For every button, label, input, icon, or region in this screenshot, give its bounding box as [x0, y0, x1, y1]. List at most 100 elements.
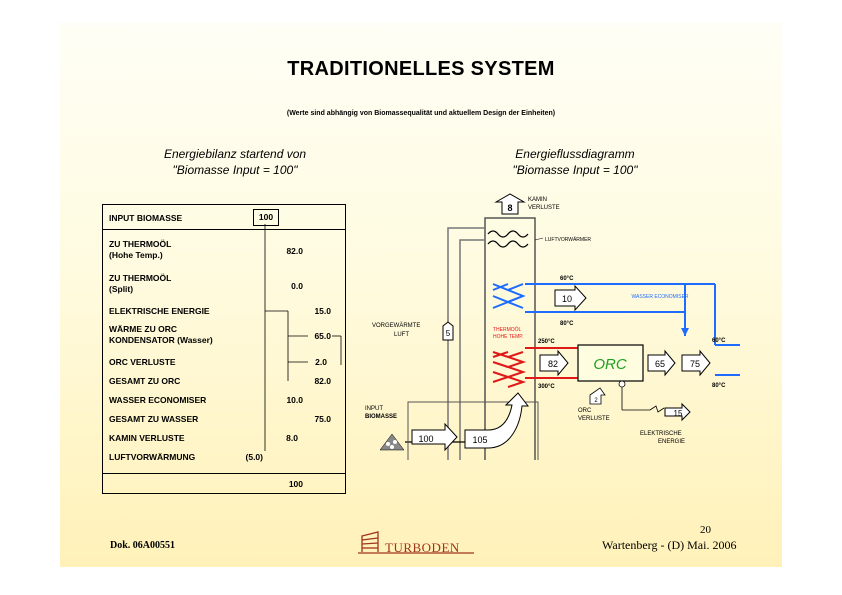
orc-label: ORC: [593, 356, 627, 373]
luftvorwaermer-coil-2: [487, 240, 529, 248]
company-name: TURBODEN: [385, 540, 460, 555]
footer-doc: Dok. 06A00551: [110, 540, 176, 551]
furnace-value: 105: [472, 435, 487, 445]
row-kamin-value: 8.0: [286, 433, 298, 443]
orc-generator-icon: [618, 380, 626, 388]
row-gesamt-wasser-value: 75.0: [314, 414, 331, 424]
energie-label: ENERGIE: [658, 439, 685, 445]
economiser-pipe: [525, 283, 740, 376]
luftvorwaermer-label: LUFTVORWÄRMER: [545, 236, 591, 243]
biomasse-label: BIOMASSE: [365, 414, 397, 420]
air-duct: [447, 227, 485, 460]
row-waerme-orc-label: WÄRME ZU ORC: [109, 324, 177, 334]
right-heading-line1: Energieflussdiagramm: [515, 147, 635, 161]
kamin-value: 8: [507, 203, 512, 213]
orc-input-arrow: [539, 349, 569, 377]
wasser-economiser-label: WASSER ECONOMISER: [631, 294, 688, 300]
input-value: 100: [418, 434, 433, 444]
orc-output-arrow: [647, 349, 676, 377]
thermo-label2: HOHE TEMP.: [493, 334, 523, 340]
thermooel-coil: [492, 351, 527, 388]
row-input-biomasse-label: INPUT BIOMASSE: [109, 213, 183, 223]
orc-verluste-label: VERLUSTE: [578, 416, 610, 422]
slide-subtitle: (Werte sind abhängig von Biomassequalitä…: [286, 110, 556, 117]
row-elektrische-value: 15.0: [314, 306, 331, 316]
water-out-value: 75: [690, 359, 700, 369]
temp-80-econ: 80°C: [560, 321, 574, 327]
right-heading: Energieflussdiagramm "Biomasse Input = 1…: [470, 146, 680, 178]
footer-place-date: Wartenberg - (D) Mai. 2006: [602, 538, 737, 552]
table-bracket-lines: [264, 224, 342, 451]
orc-input-value: 82: [548, 359, 558, 369]
left-heading-line2: "Biomasse Input = 100": [172, 163, 298, 177]
page-number: 20: [700, 524, 711, 536]
orc-out-value: 65: [655, 359, 665, 369]
orc-small-label: ORC: [578, 408, 592, 414]
temp-60-top: 60°C: [560, 276, 574, 282]
temp-60-right: 60°C: [712, 338, 726, 344]
biomass-pile-icon: [379, 433, 405, 451]
left-heading-line1: Energiebilanz startend von: [163, 147, 307, 161]
row-gesamt-orc-label: GESAMT ZU ORC: [109, 376, 181, 386]
row-gesamt-orc-value: 82.0: [314, 376, 331, 386]
vorg-arrow: [442, 321, 454, 341]
row-thermo-high-label2: (Hohe Temp.): [109, 250, 163, 260]
temp-250: 250°C: [538, 339, 555, 345]
thermo-label1: THERMOÖL: [493, 326, 522, 333]
slide-title: TRADITIONELLES SYSTEM: [287, 58, 555, 80]
elec-arrow: [664, 402, 691, 422]
elec-value: 15: [674, 409, 683, 418]
economiser-arrow-down: [681, 328, 689, 336]
thermooel-pipe: [525, 347, 578, 379]
lightning-icon: [649, 405, 665, 413]
kamin-arrow: [494, 193, 526, 215]
row-input-biomasse-value: 100: [253, 209, 279, 226]
row-thermo-split-label2: (Split): [109, 284, 134, 294]
row-thermo-high-label: ZU THERMOÖL: [109, 239, 172, 249]
water-econ-value: 10: [562, 294, 572, 304]
orc-verluste-arrow: [589, 387, 606, 405]
kamin-label: KAMIN: [528, 197, 547, 203]
temp-300: 300°C: [538, 384, 555, 390]
row-gesamt-wasser-label: GESAMT ZU WASSER: [109, 414, 199, 424]
row-kamin-label: KAMIN VERLUSTE: [109, 433, 185, 443]
row-wasser-econ-label: WASSER ECONOMISER: [109, 395, 207, 405]
row-thermo-high-value: 82.0: [286, 246, 303, 256]
orc-box: [577, 344, 644, 382]
table-total-value: 100: [288, 479, 303, 489]
row-wasser-econ-value: 10.0: [286, 395, 303, 405]
vorgewaermte-label: VORGEWÄRMTE: [372, 322, 420, 329]
input-arrow: [411, 422, 458, 452]
elektrische-label: ELEKTRISCHE: [640, 431, 682, 437]
furnace: [407, 401, 539, 460]
water-out-arrow: [681, 349, 711, 377]
right-heading-line2: "Biomasse Input = 100": [512, 163, 638, 177]
row-thermo-split-label: ZU THERMOÖL: [109, 273, 172, 283]
left-heading: Energiebilanz startend von "Biomasse Inp…: [120, 146, 350, 178]
wasser-economiser-coil: [492, 283, 526, 309]
vorg-value: 5: [446, 329, 451, 338]
kamin-verluste-label: VERLUSTE: [528, 205, 560, 211]
energy-flow-diagram: 8 KAMIN VERLUSTE LUFTVORWÄRMER 60°C 80°C…: [365, 193, 740, 460]
row-thermo-split-value: 0.0: [291, 281, 303, 291]
furnace-arrow: [464, 392, 530, 449]
row-waerme-orc-label2: KONDENSATOR (Wasser): [109, 335, 213, 345]
row-elektrische-label: ELEKTRISCHE ENERGIE: [109, 306, 210, 316]
table-divider-top: [103, 229, 345, 230]
luft-label: LUFT: [394, 332, 409, 338]
row-orc-verluste-value: 2.0: [315, 357, 327, 367]
energy-balance-table: INPUT BIOMASSE 100 ZU THERMOÖL (Hohe Tem…: [102, 204, 346, 494]
water-econ-arrow: [554, 284, 587, 312]
row-waerme-orc-value: 65.0: [314, 331, 331, 341]
input-label: INPUT: [365, 406, 383, 412]
table-divider-bottom: [103, 473, 345, 474]
boiler-outer: [484, 217, 536, 460]
luftvorwaermer-coil: [487, 230, 529, 238]
row-luft-value: (5.0): [245, 452, 263, 462]
row-luft-label: LUFTVORWÄRMUNG: [109, 452, 196, 462]
temp-80-right: 80°C: [712, 383, 726, 389]
slide-background: [60, 22, 782, 567]
orc-verluste-value: 2: [594, 398, 598, 404]
row-orc-verluste-label: ORC VERLUSTE: [109, 357, 176, 367]
turboden-logo-icon: [358, 531, 474, 554]
